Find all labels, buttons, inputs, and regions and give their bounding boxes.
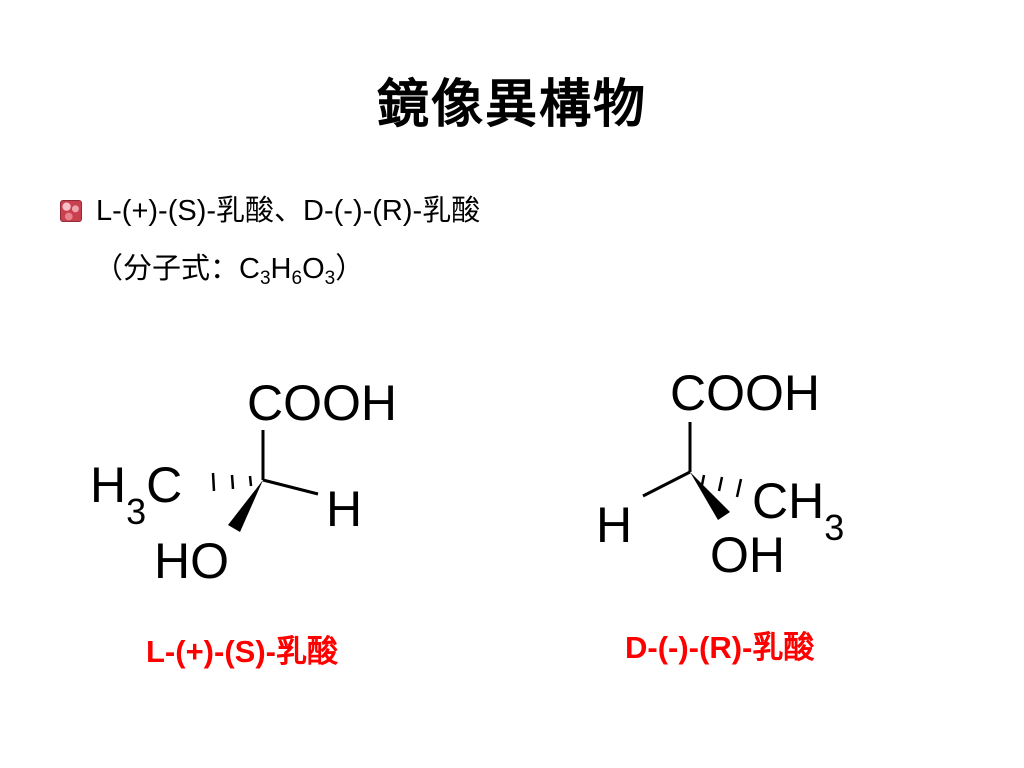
bullet-text-lactic-1: 乳酸、 [216, 193, 304, 227]
left-wedge-bond [228, 480, 263, 532]
bullet-text-d: D-(-)-(R)- [303, 195, 423, 227]
formula-open: （分子式： [94, 251, 240, 285]
formula-c-sub: 3 [259, 268, 271, 289]
formula-h-sub: 6 [291, 268, 303, 289]
right-caption-latin: D-(-)-(R)- [625, 630, 753, 665]
left-caption-latin: L-(+)-(S)- [146, 634, 276, 669]
left-h-label: H [326, 481, 362, 537]
formula-h: H [270, 253, 292, 285]
left-caption-cjk: 乳酸 [275, 634, 338, 670]
left-hashed-bond [211, 472, 253, 492]
molecular-formula: （分子式：C3H6O3） [94, 250, 365, 289]
bullet-item: L-(+)-(S)-乳酸、D-(-)-(R)-乳酸 [60, 192, 480, 229]
formula-o-sub: 3 [324, 268, 336, 289]
right-bond-left [642, 470, 691, 498]
right-caption-cjk: 乳酸 [752, 630, 815, 666]
right-h-label: H [596, 497, 632, 553]
right-hashed-bond [700, 474, 743, 498]
right-cooh-label: COOH [670, 365, 820, 421]
bullet-text-l: L-(+)-(S)- [96, 195, 217, 227]
left-methyl-label: H3C [90, 457, 182, 532]
left-caption: L-(+)-(S)-乳酸 [146, 626, 338, 671]
bullet-icon [60, 200, 82, 222]
molecule-right: COOH H CH3 OH [596, 365, 844, 583]
formula-close: ） [335, 251, 365, 285]
left-cooh-label: COOH [247, 375, 397, 431]
formula-c: C [239, 253, 260, 285]
formula-o: O [302, 253, 325, 285]
right-methyl-label: CH3 [752, 473, 844, 548]
right-wedge-bond [690, 472, 730, 520]
slide-title: 鏡像異構物 [376, 75, 647, 135]
left-ho-label: HO [154, 533, 229, 589]
left-bond-right [262, 478, 319, 496]
molecule-left: COOH H3C H HO [90, 375, 397, 589]
right-caption: D-(-)-(R)-乳酸 [625, 622, 814, 667]
bullet-text-lactic-2: 乳酸 [422, 193, 481, 227]
right-oh-label: OH [710, 527, 785, 583]
